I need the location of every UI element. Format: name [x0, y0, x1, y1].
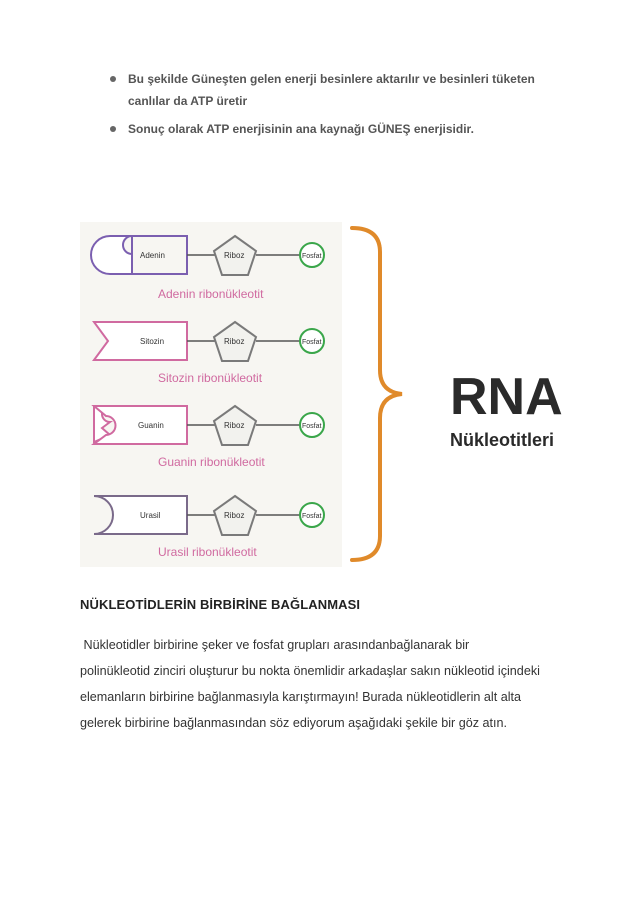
- bullet-dot-icon: [110, 126, 116, 132]
- guanin-sugar-pentagon: [212, 404, 258, 446]
- section-heading: NÜKLEOTİDLERİN BİRBİRİNE BAĞLANMASI: [80, 597, 361, 612]
- sitozin-phosphate-circle: [299, 328, 325, 354]
- urasil-phosphate-label: Fosfat: [302, 513, 322, 520]
- sitozin-caption: Sitozin ribonükleotit: [158, 371, 263, 385]
- paragraph-line: elemanların birbirine bağlanmasıyla karı…: [80, 690, 522, 704]
- paragraph-line: gelerek birbirine bağlanmasından söz edi…: [80, 716, 508, 730]
- guanin-base-shape: [91, 405, 188, 445]
- figure-title: RNA: [450, 368, 563, 426]
- bullet-text-line: canlılar da ATP üretir: [128, 94, 248, 108]
- figure-subtitle: Nükleotitleri: [450, 430, 554, 450]
- sitozin-base-shape: [92, 321, 188, 361]
- bullet-list: Bu şekilde Güneşten gelen enerji besinle…: [110, 68, 580, 146]
- adenin-phosphate-label: Fosfat: [302, 253, 322, 260]
- rna-nucleotides-figure: Adenin Riboz Fosfat Adenin ribonükleotit…: [80, 222, 600, 567]
- guanin-sugar-label: Riboz: [224, 421, 244, 430]
- body-paragraph: Nükleotidler birbirine şeker ve fosfat g…: [80, 632, 575, 736]
- sitozin-sugar-pentagon: [212, 320, 258, 362]
- bullet-item: Bu şekilde Güneşten gelen enerji besinle…: [110, 68, 580, 112]
- curly-bracket-icon: [350, 226, 403, 562]
- paragraph-line: Nükleotidler birbirine şeker ve fosfat g…: [80, 638, 470, 652]
- urasil-caption: Urasil ribonükleotit: [158, 545, 257, 559]
- nucleotide-guanin: Guanin Riboz Fosfat Guanin ribonükleotit: [91, 404, 325, 469]
- adenin-base-label: Adenin: [140, 251, 165, 260]
- adenin-sugar-label: Riboz: [224, 251, 244, 260]
- guanin-caption: Guanin ribonükleotit: [158, 455, 265, 469]
- sitozin-phosphate-label: Fosfat: [302, 339, 322, 346]
- urasil-phosphate-circle: [299, 502, 325, 528]
- adenin-sugar-pentagon: [212, 234, 258, 276]
- guanin-phosphate-circle: [299, 412, 325, 438]
- adenin-caption: Adenin ribonükleotit: [158, 287, 264, 301]
- sitozin-sugar-label: Riboz: [224, 337, 244, 346]
- bullet-text-line: Sonuç olarak ATP enerjisinin ana kaynağı…: [128, 122, 474, 136]
- guanin-base-label: Guanin: [138, 421, 164, 430]
- bullet-item: Sonuç olarak ATP enerjisinin ana kaynağı…: [110, 118, 580, 140]
- adenin-phosphate-circle: [299, 242, 325, 268]
- nucleotide-sitozin: Sitozin Riboz Fosfat Sitozin ribonükleot…: [92, 320, 325, 385]
- adenin-base-shape: [90, 235, 133, 275]
- sitozin-base-label: Sitozin: [140, 337, 164, 346]
- paragraph-line: polinükleotid zinciri oluşturur bu nokta…: [80, 664, 540, 678]
- bullet-dot-icon: [110, 76, 116, 82]
- guanin-phosphate-label: Fosfat: [302, 423, 322, 430]
- rna-diagram: Adenin Riboz Fosfat Adenin ribonükleotit…: [80, 222, 563, 567]
- bullet-text-line: Bu şekilde Güneşten gelen enerji besinle…: [128, 72, 535, 86]
- nucleotide-adenin: Adenin Riboz Fosfat Adenin ribonükleotit: [90, 234, 325, 301]
- nucleotide-urasil: Urasil Riboz Fosfat Urasil ribonükleotit: [93, 494, 325, 559]
- urasil-sugar-pentagon: [212, 494, 258, 536]
- urasil-base-label: Urasil: [140, 511, 161, 520]
- urasil-base-shape: [93, 495, 188, 535]
- urasil-sugar-label: Riboz: [224, 511, 244, 520]
